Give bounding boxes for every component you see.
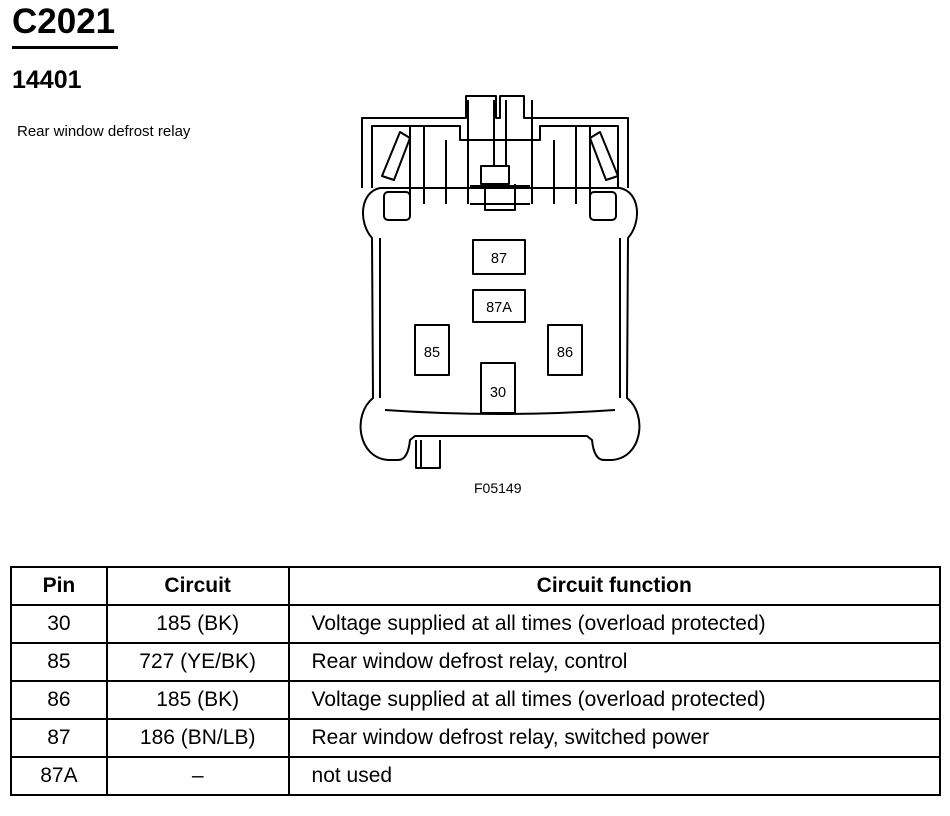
right-shoulder-block bbox=[589, 191, 617, 221]
pin-86-label: 86 bbox=[557, 345, 573, 361]
table-row: 30 185 (BK) Voltage supplied at all time… bbox=[10, 604, 942, 644]
pin-87a-cavity bbox=[472, 289, 526, 323]
pin-30-label: 30 bbox=[490, 385, 506, 401]
cell-function: Voltage supplied at all times (overload … bbox=[287, 680, 942, 720]
cell-circuit: 185 (BK) bbox=[105, 604, 290, 644]
cell-circuit: 727 (YE/BK) bbox=[105, 642, 290, 682]
header-circuit-function: Circuit function bbox=[287, 566, 942, 606]
table-row: 87 186 (BN/LB) Rear window defrost relay… bbox=[10, 718, 942, 758]
connector-id: C2021 bbox=[12, 2, 116, 41]
pin-87a-label: 87A bbox=[486, 300, 512, 316]
cell-pin: 86 bbox=[10, 680, 108, 720]
cell-pin: 87 bbox=[10, 718, 108, 758]
left-latch bbox=[381, 131, 411, 181]
cell-circuit: 185 (BK) bbox=[105, 680, 290, 720]
connector-housing-outline bbox=[359, 187, 641, 461]
connector-guide-posts bbox=[409, 100, 591, 204]
cell-pin: 87A bbox=[10, 756, 108, 796]
cell-circuit: 186 (BN/LB) bbox=[105, 718, 290, 758]
bottom-tab bbox=[415, 440, 441, 469]
cell-pin: 85 bbox=[10, 642, 108, 682]
table-row: 85 727 (YE/BK) Rear window defrost relay… bbox=[10, 642, 942, 682]
connector-top-rail bbox=[371, 125, 619, 188]
center-key-stem bbox=[484, 184, 516, 211]
pin-86-cavity bbox=[547, 324, 583, 376]
cell-function: Voltage supplied at all times (overload … bbox=[287, 604, 942, 644]
pinout-table: Pin Circuit Circuit function 30 185 (BK)… bbox=[10, 566, 942, 796]
cell-function: Rear window defrost relay, switched powe… bbox=[287, 718, 942, 758]
table-row: 86 185 (BK) Voltage supplied at all time… bbox=[10, 680, 942, 720]
pin-85-label: 85 bbox=[424, 345, 440, 361]
left-shoulder-block bbox=[383, 191, 411, 221]
connector-id-underline bbox=[12, 46, 118, 49]
cell-function: not used bbox=[287, 756, 942, 796]
pin-30-cavity bbox=[480, 362, 516, 414]
cell-pin: 30 bbox=[10, 604, 108, 644]
pin-87-label: 87 bbox=[491, 251, 507, 267]
table-row: 87A – not used bbox=[10, 756, 942, 796]
center-key-lines bbox=[470, 185, 530, 205]
figure-id: F05149 bbox=[474, 480, 522, 496]
table-header-row: Pin Circuit Circuit function bbox=[10, 566, 942, 606]
cell-circuit: – bbox=[105, 756, 290, 796]
center-key bbox=[480, 165, 510, 185]
pin-85-cavity bbox=[414, 324, 450, 376]
connector-description: Rear window defrost relay bbox=[17, 123, 191, 140]
header-pin: Pin bbox=[10, 566, 108, 606]
part-number: 14401 bbox=[12, 66, 82, 94]
cell-function: Rear window defrost relay, control bbox=[287, 642, 942, 682]
connector-top-frame bbox=[361, 95, 629, 188]
right-latch bbox=[589, 131, 619, 181]
header-circuit: Circuit bbox=[105, 566, 290, 606]
pin-87-cavity bbox=[472, 239, 526, 275]
